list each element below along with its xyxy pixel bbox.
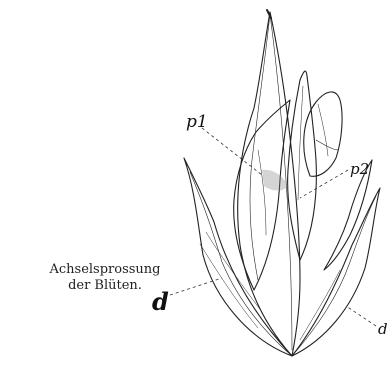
caption-line-2: der Blüten. (30, 278, 180, 294)
shaded-region (262, 170, 288, 191)
figure-caption: Achselsprossung der Blüten. (30, 262, 180, 294)
bract-p1 (234, 100, 290, 290)
leader-p2 (300, 170, 348, 198)
outer-right-bract (292, 188, 380, 356)
caption-line-1: Achselsprossung (49, 262, 160, 277)
label-p1: p1 (186, 112, 208, 132)
label-p2: p2 (350, 160, 369, 178)
upper-petal (304, 92, 342, 176)
leader-d2 (346, 306, 376, 326)
label-d-right: d (378, 320, 388, 338)
